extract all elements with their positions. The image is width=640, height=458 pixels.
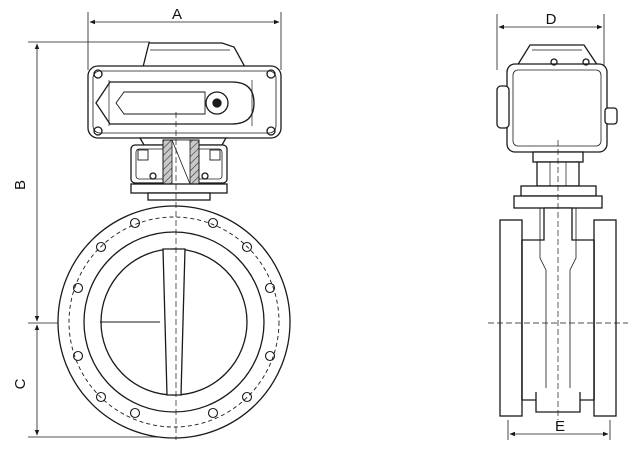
- dimension-label-a: A: [172, 6, 182, 23]
- side-view: [488, 14, 628, 440]
- front-view: [28, 12, 291, 440]
- coupling-section: [130, 137, 228, 201]
- dimension-e: [507, 420, 611, 440]
- side-actuator-housing: [496, 58, 618, 153]
- dimension-label-c: C: [12, 378, 29, 389]
- bolt-holes: [72, 217, 276, 419]
- dimension-label-b: B: [12, 180, 29, 190]
- dimension-label-d: D: [546, 11, 557, 28]
- actuator-cover: [142, 42, 247, 68]
- dimension-a: [87, 12, 282, 70]
- valve-flange: [57, 205, 291, 439]
- dimension-c: [28, 324, 160, 438]
- side-valve-body: [499, 207, 617, 417]
- dimension-label-e: E: [555, 418, 565, 435]
- actuator-housing: [87, 65, 282, 139]
- dimension-d: [496, 14, 605, 70]
